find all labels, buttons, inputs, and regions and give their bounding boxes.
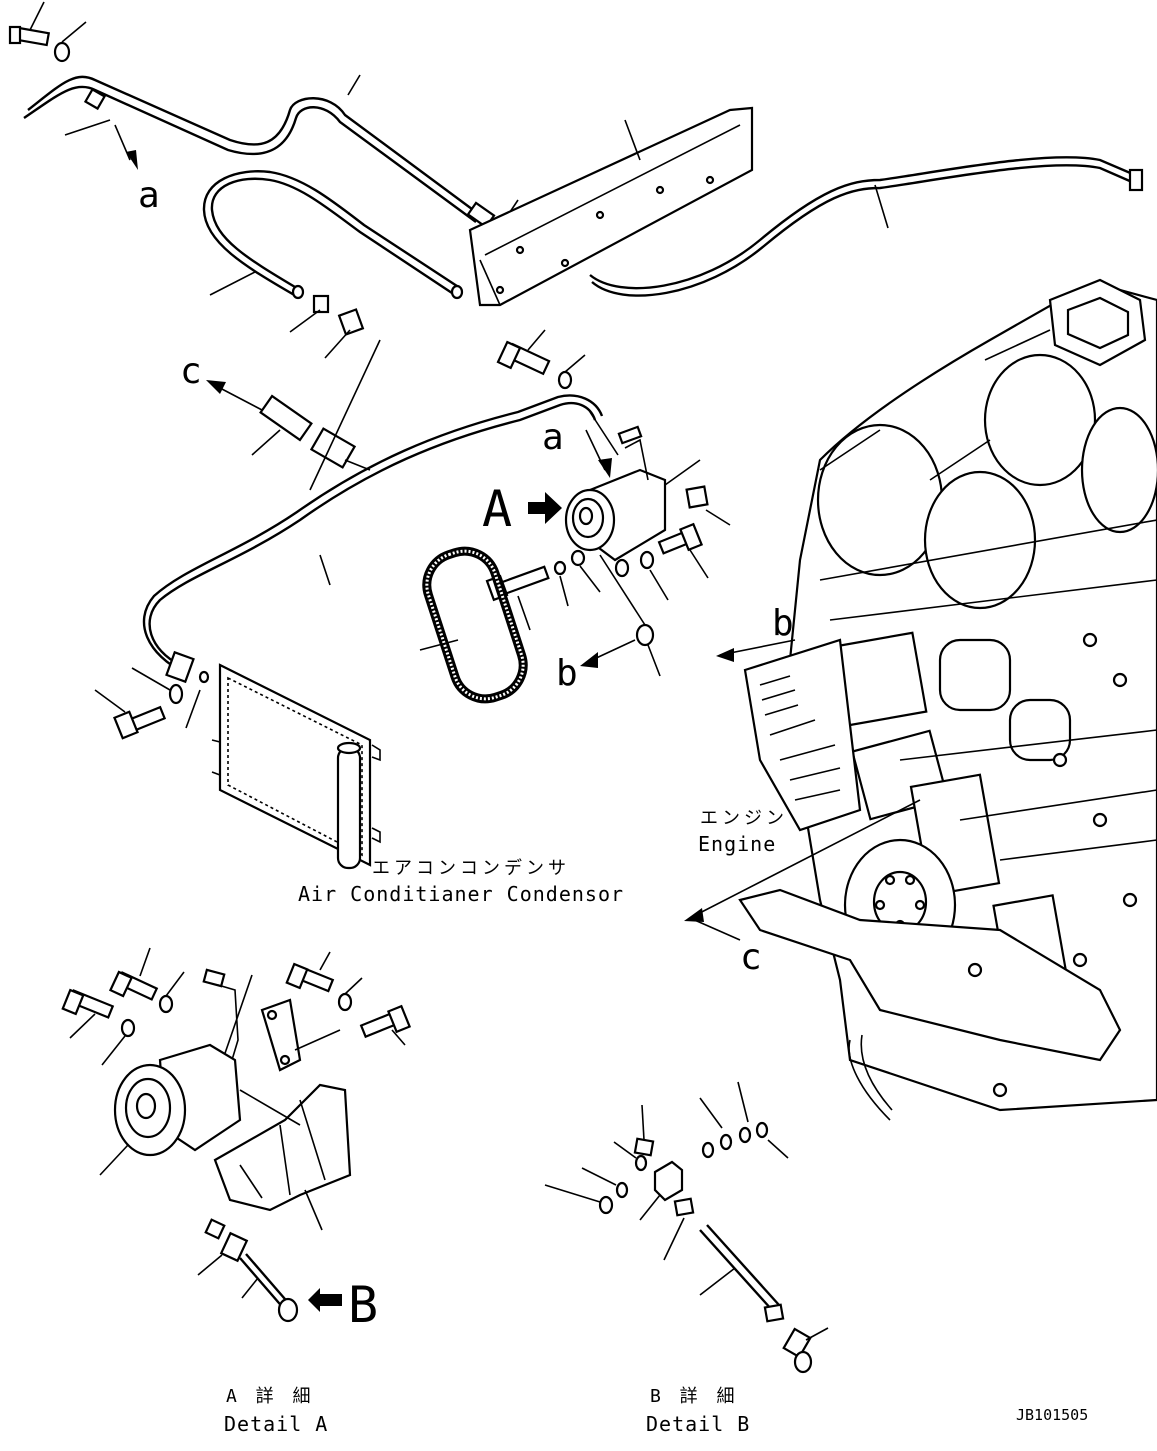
detail-b-drawing xyxy=(544,1081,829,1374)
detail-a-label-ja: A 詳 細 xyxy=(226,1386,315,1407)
upper-hose xyxy=(23,74,519,231)
label-a-mid: a xyxy=(542,417,564,458)
condenser-bolt-group xyxy=(94,667,201,740)
detail-a-label-en: Detail A xyxy=(224,1412,329,1436)
drive-belt xyxy=(419,546,528,704)
label-view-a: A xyxy=(482,480,513,538)
u-shaped-hose xyxy=(202,170,464,300)
engine-label-en: Engine xyxy=(698,832,777,856)
long-hose-right xyxy=(589,156,1144,297)
label-view-b: B xyxy=(348,1276,379,1334)
fittings-group xyxy=(206,294,381,491)
label-a-upper: a xyxy=(138,175,160,216)
drawing-code: JB101505 xyxy=(1016,1406,1089,1424)
condenser-label-en: Air Conditianer Condensor xyxy=(298,882,625,906)
detail-a-drawing xyxy=(61,947,412,1323)
detail-b-label-ja: B 詳 細 xyxy=(650,1386,739,1407)
condenser-hose xyxy=(142,394,604,684)
condenser-label-ja: エアコンコンデンサ xyxy=(372,858,570,879)
air-conditioner-condenser xyxy=(211,663,381,870)
detail-b-label-en: Detail B xyxy=(646,1412,751,1436)
engine-body xyxy=(684,278,1157,1121)
mounting-bracket-plate xyxy=(468,106,754,307)
top-left-bolt-group xyxy=(8,1,87,63)
ac-compressor xyxy=(528,411,731,562)
label-b-mid: b xyxy=(556,653,578,694)
engine-label-ja: エンジン xyxy=(700,808,788,829)
label-c-upper: c xyxy=(180,351,202,392)
label-b-right: b xyxy=(772,603,794,644)
label-c-lower: c xyxy=(740,937,762,978)
